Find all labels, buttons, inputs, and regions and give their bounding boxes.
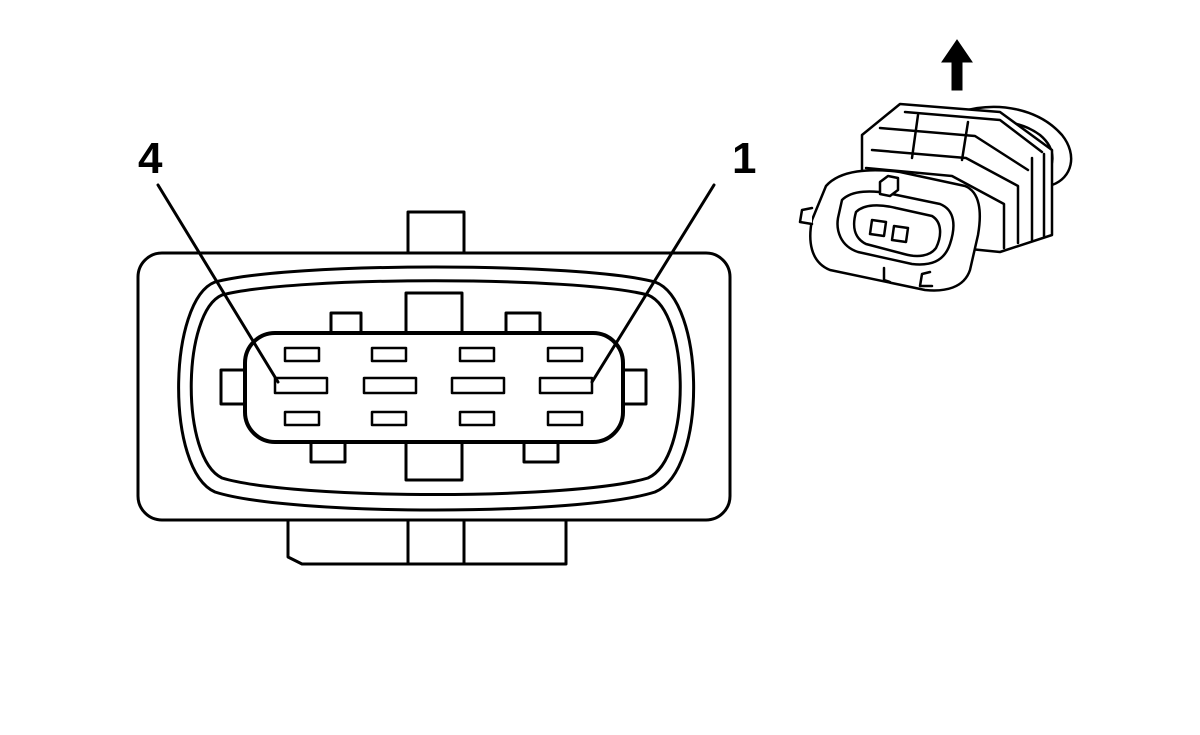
- seal-rim-inner: [189, 279, 682, 496]
- terminal: [370, 346, 408, 363]
- body-rib: [910, 113, 970, 162]
- pin-label-1: 1: [732, 134, 756, 183]
- terminal: [458, 346, 496, 363]
- leader-line-pin-1: [590, 183, 716, 384]
- pin-3-blade: [362, 376, 418, 395]
- body-rib: [903, 110, 1044, 154]
- terminal: [283, 346, 321, 363]
- body-rib: [870, 148, 1020, 245]
- bottom-pin: [882, 266, 892, 284]
- bottom-key-center: [404, 438, 464, 482]
- terminal-row-bottom: [283, 410, 584, 427]
- terminal: [458, 410, 496, 427]
- leader-line-pin-4: [156, 183, 280, 384]
- latch-nub: [878, 174, 900, 198]
- bottom-key-tab: [406, 518, 466, 566]
- body-rib: [864, 166, 1006, 250]
- mounting-lug-right: [918, 270, 934, 288]
- terminal-slot: [890, 224, 910, 244]
- terminal: [546, 346, 584, 363]
- mounting-lug-left: [798, 206, 814, 226]
- terminal: [546, 410, 584, 427]
- terminal: [370, 410, 408, 427]
- terminal-row-top: [283, 346, 584, 363]
- pin-label-4: 4: [138, 134, 163, 183]
- top-key-center: [404, 291, 464, 337]
- terminal-slot: [868, 218, 888, 238]
- terminal: [283, 410, 321, 427]
- pin-1-blade: [538, 376, 594, 395]
- connector-isometric-view: [798, 102, 1073, 292]
- terminal-cavity: [243, 331, 625, 444]
- connector-face-view: [136, 183, 732, 566]
- pin-4-blade: [273, 376, 329, 395]
- terminal-row-middle: [273, 376, 594, 395]
- pin-2-blade: [450, 376, 506, 395]
- body-rib: [878, 126, 1030, 172]
- arrow-up-icon: [941, 39, 973, 91]
